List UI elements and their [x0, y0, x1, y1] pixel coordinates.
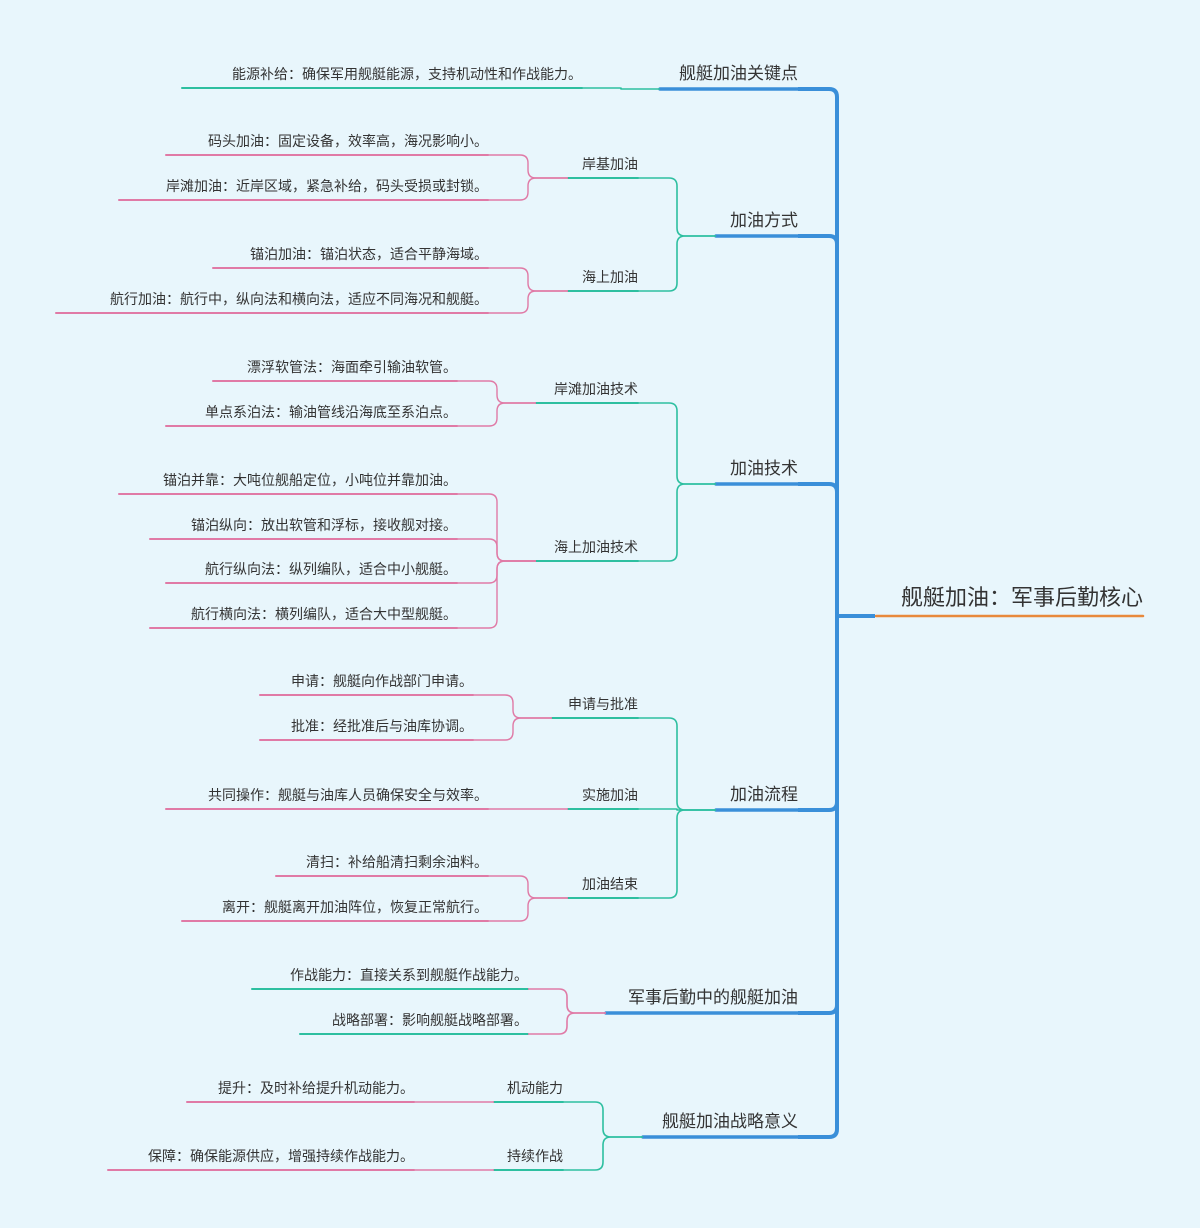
- leaf-depart[interactable]: 离开：舰艇离开加油阵位，恢复正常航行。: [222, 900, 488, 916]
- sub-mobility[interactable]: 机动能力: [507, 1081, 563, 1097]
- leaf-single-point-mooring[interactable]: 单点系泊法：输油管线沿海底至系泊点。: [205, 405, 457, 421]
- branch-refuel-process[interactable]: 加油流程: [730, 785, 798, 805]
- tech-connector-1: [638, 483, 716, 562]
- leaf-joint-operation[interactable]: 共同操作：舰艇与油库人员确保安全与效率。: [208, 788, 488, 804]
- leaf-anchor-alongside[interactable]: 锚泊并靠：大吨位舰船定位，小吨位并靠加油。: [163, 473, 457, 489]
- leaf-combat-capability[interactable]: 作战能力：直接关系到舰艇作战能力。: [290, 968, 528, 984]
- leaf-anchor-refuel[interactable]: 锚泊加油：锚泊状态，适合平静海域。: [250, 247, 488, 263]
- end-connector-1: [488, 897, 568, 922]
- sub-sea-tech[interactable]: 海上加油技术: [554, 540, 638, 556]
- sub-sea-refuel[interactable]: 海上加油: [582, 270, 638, 286]
- methods-connector-1: [638, 235, 716, 292]
- sub-sustained-ops[interactable]: 持续作战: [507, 1149, 563, 1165]
- end-connector-0: [488, 875, 568, 899]
- shore-connector-1: [488, 177, 568, 201]
- sea-connector-1: [488, 290, 568, 314]
- trunk-connector-1: [798, 234, 875, 618]
- branch-refuel-methods[interactable]: 加油方式: [730, 211, 798, 231]
- sea-tech-connector-3: [457, 560, 536, 629]
- beach-tech-connector-0: [457, 380, 536, 404]
- leaf-anchor-astern[interactable]: 锚泊纵向：放出软管和浮标，接收舰对接。: [191, 518, 457, 534]
- key-points-connector-0: [582, 87, 660, 90]
- leaf-dock-refuel[interactable]: 码头加油：固定设备，效率高，海况影响小。: [208, 134, 488, 150]
- leaf-apply[interactable]: 申请：舰艇向作战部门申请。: [291, 674, 473, 690]
- logistics-connector-1: [528, 1012, 606, 1035]
- significance-connector-0: [563, 1101, 643, 1138]
- beach-tech-connector-1: [457, 402, 536, 427]
- trunk-connector-5: [798, 614, 875, 1139]
- trunk-connector-0: [798, 87, 875, 618]
- process-connector-1: [638, 808, 716, 811]
- branch-refuel-tech[interactable]: 加油技术: [730, 459, 798, 479]
- logistics-connector-0: [528, 988, 606, 1014]
- sea-tech-connector-1: [457, 538, 536, 562]
- leaf-underway-refuel[interactable]: 航行加油：航行中，纵向法和横向法，适应不同海况和舰艇。: [110, 292, 488, 308]
- leaf-underway-astern[interactable]: 航行纵向法：纵列编队，适合中小舰艇。: [205, 562, 457, 578]
- process-connector-0: [638, 717, 716, 811]
- leaf-approve[interactable]: 批准：经批准后与油库协调。: [291, 719, 473, 735]
- sub-refuel-end[interactable]: 加油结束: [582, 877, 638, 893]
- significance-connector-1: [563, 1136, 643, 1171]
- branch-military-logistics[interactable]: 军事后勤中的舰艇加油: [628, 988, 798, 1008]
- branch-strategic-significance[interactable]: 舰艇加油战略意义: [662, 1112, 798, 1132]
- leaf-underway-abeam[interactable]: 航行横向法：横列编队，适合大中型舰艇。: [191, 607, 457, 623]
- leaf-ensure-supply[interactable]: 保障：确保能源供应，增强持续作战能力。: [148, 1149, 414, 1165]
- sub-beach-tech[interactable]: 岸滩加油技术: [554, 382, 638, 398]
- leaf-beach-refuel[interactable]: 岸滩加油：近岸区域，紧急补给，码头受损或封锁。: [166, 179, 488, 195]
- shore-connector-0: [488, 154, 568, 179]
- apply-connector-1: [473, 717, 552, 741]
- sub-apply-approve[interactable]: 申请与批准: [568, 697, 638, 713]
- leaf-clean-up[interactable]: 清扫：补给船清扫剩余油料。: [306, 855, 488, 871]
- sub-execute-refuel[interactable]: 实施加油: [582, 788, 638, 804]
- process-connector-2: [638, 809, 716, 899]
- leaf-energy-supply[interactable]: 能源补给：确保军用舰艇能源，支持机动性和作战能力。: [232, 67, 582, 83]
- leaf-floating-hose[interactable]: 漂浮软管法：海面牵引输油软管。: [247, 360, 457, 376]
- branch-key-points[interactable]: 舰艇加油关键点: [679, 64, 798, 84]
- leaf-improve-mobility[interactable]: 提升：及时补给提升机动能力。: [218, 1081, 414, 1097]
- tech-connector-0: [638, 402, 716, 485]
- trunk-connector-2: [798, 482, 875, 618]
- root-topic[interactable]: 舰艇加油：军事后勤核心: [900, 586, 1143, 611]
- apply-connector-0: [473, 694, 552, 719]
- sea-connector-0: [488, 267, 568, 292]
- leaf-strategic-deployment[interactable]: 战略部署：影响舰艇战略部署。: [332, 1013, 528, 1029]
- sub-shore-refuel[interactable]: 岸基加油: [582, 157, 638, 173]
- methods-connector-0: [638, 177, 716, 237]
